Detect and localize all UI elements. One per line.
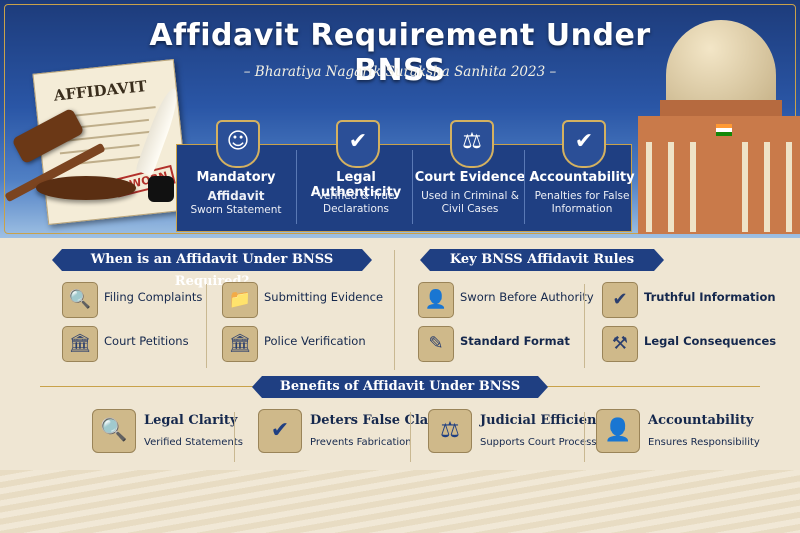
feature-desc: Used in Criminal & Civil Cases [421,190,519,215]
benefit-divider [234,412,235,462]
column [646,142,652,232]
benefit-item: ✔ Deters False Claims Prevents Fabricati… [258,405,454,475]
benefit-divider [410,412,411,462]
feature-title-line2: Affidavit [207,189,265,203]
benefit-desc: Ensures Responsibility [648,437,760,448]
person-badge-icon: ☺ [216,120,260,168]
column [742,142,748,232]
required-item-label: Police Verification [264,334,366,348]
feature-divider [524,150,525,224]
feature-divider [296,150,297,224]
benefit-title: Deters False Claims [310,413,455,428]
feature-legal-authenticity: ✔ Legal Authenticity Verified & True Dec… [300,120,412,230]
benefits-rule-left [40,386,260,387]
column-divider [584,284,585,368]
inkwell-icon [148,176,174,202]
rules-heading: Key BNSS Affidavit Rules [420,249,664,271]
gavel-document-icon: ⚒ [602,326,638,362]
supreme-court-illustration [638,12,800,234]
page-title: Affidavit Requirement Under BNSS [149,18,651,88]
benefit-divider [584,412,585,462]
required-item-label: Filing Complaints [104,290,203,304]
benefit-title: Judicial Efficiency [480,413,612,428]
rule-item-label: Sworn Before Authority [460,290,594,304]
shield-check-icon: ✔ [602,282,638,318]
feature-title: Accountability [529,170,635,185]
flag-icon [716,124,732,136]
scales-icon: ⚖ [450,120,494,168]
benefit-desc: Verified Statements [144,437,243,448]
feature-desc: Penalties for False Information [534,190,630,215]
authority-person-icon: 👤 [418,282,454,318]
feature-title: Legal Authenticity [310,170,402,200]
benefits-heading: Benefits of Affidavit Under BNSS [252,376,548,398]
check-shield-icon: ✔ [336,120,380,168]
rule-item-label: Standard Format [460,334,570,348]
rule-item-label: Legal Consequences [644,334,777,348]
required-item-label: Court Petitions [104,334,189,348]
dome [666,20,776,102]
feature-accountability: ✔ Accountability Penalties for False Inf… [526,120,638,230]
benefit-desc: Prevents Fabrication [310,437,412,448]
feature-desc: Verified & True Declarations [317,190,395,215]
benefit-item: ⚖ Judicial Efficiency Supports Court Pro… [428,405,618,475]
feature-divider [412,150,413,224]
required-heading: When is an Affidavit Under BNSS Required… [52,249,372,289]
gavel-block [36,176,136,200]
magnifier-document-icon: 🔍 [92,409,136,453]
folder-icon: 📁 [222,282,258,318]
scales-handcuffs-icon: ⚖ [428,409,472,453]
feature-title: Mandatory [196,170,276,185]
benefit-item: 🔍 Legal Clarity Verified Statements [92,405,282,475]
page-subtitle: – Bharatiya Nagarik Suraksha Sanhita 202… [243,64,557,80]
column [764,142,770,232]
benefit-item: 👤 Accountability Ensures Responsibility [596,405,786,475]
benefit-title: Accountability [648,413,754,428]
feature-title: Court Evidence [414,170,526,185]
benefits-rule-right [540,386,760,387]
check-circle-icon: ✔ [562,120,606,168]
feature-court-evidence: ⚖ Court Evidence Used in Criminal & Civi… [414,120,526,230]
required-item-label: Submitting Evidence [264,290,384,304]
official-person-icon: 👤 [596,409,640,453]
courthouse-icon: 🏛 [62,326,98,362]
column-divider [206,284,207,368]
column [786,142,792,232]
document-magnifier-icon: 🔍 [62,282,98,318]
benefit-desc: Supports Court Process [480,437,597,448]
rule-item-label: Truthful Information [644,290,776,304]
column [668,142,674,232]
document-pen-icon: ✎ [418,326,454,362]
sand-texture-footer [0,470,800,533]
police-building-icon: 🏛 [222,326,258,362]
column [690,142,696,232]
dome-drum [660,100,782,118]
shield-check-icon: ✔ [258,409,302,453]
feature-desc-text: Sworn Statement [190,204,282,216]
section-divider [394,250,395,370]
benefit-title: Legal Clarity [144,413,238,428]
